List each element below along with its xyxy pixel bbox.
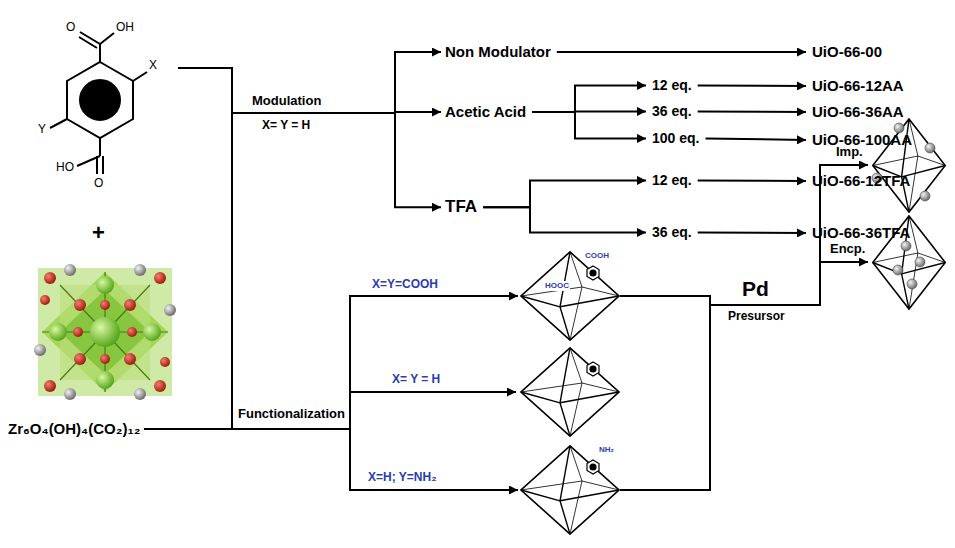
atom-label: HO xyxy=(56,160,74,174)
amount-node: 12 eq. xyxy=(652,172,692,189)
amount-node: 36 eq. xyxy=(652,103,692,120)
amount-node: 100 eq. xyxy=(652,130,699,147)
precursor-node: PdPresursor xyxy=(728,276,785,324)
method-node: Acetic Acid xyxy=(445,103,526,121)
zr-cluster-illustration xyxy=(34,264,176,400)
node-text: 36 eq. xyxy=(652,103,692,120)
flow-connector xyxy=(144,429,518,490)
mof-octahedron: COOH HOOC xyxy=(520,251,620,341)
bracket-line xyxy=(178,68,232,113)
node-text: UiO-66-00 xyxy=(812,43,882,61)
flow-connector xyxy=(532,112,646,138)
atom-label: O xyxy=(94,176,103,190)
node-text: 36 eq. xyxy=(652,224,692,241)
flow-connector xyxy=(620,296,724,305)
linker-symbol xyxy=(587,362,599,376)
product-node: UiO-66-36AA xyxy=(812,103,904,121)
node-text: Pd xyxy=(728,276,785,301)
route-label: Modulation xyxy=(252,93,321,109)
formula-node: Zr₆O₄(OH)₄(CO₂)₁₂ xyxy=(8,420,140,438)
node-text: 12 eq. xyxy=(652,172,692,189)
node-text: TFA xyxy=(445,197,477,217)
node-text: NH₂ xyxy=(598,445,615,455)
node-text: Acetic Acid xyxy=(445,103,526,121)
node-text: Zr₆O₄(OH)₄(CO₂)₁₂ xyxy=(8,420,140,438)
edge-label: X=H; Y=NH₂ xyxy=(368,470,436,484)
flow-connector xyxy=(620,305,724,490)
mof-octahedron xyxy=(521,348,619,436)
route-label: X= Y = H xyxy=(262,118,310,132)
atom-label: OH xyxy=(116,20,134,34)
flow-connector xyxy=(557,51,806,53)
flow-connector xyxy=(144,52,441,429)
node-text: HOOC xyxy=(544,281,570,291)
product-node: UiO-66-12AA xyxy=(812,77,904,95)
node-text: Non Modulator xyxy=(445,43,551,61)
flow-connector xyxy=(144,113,441,429)
method-node: Non Modulator xyxy=(445,43,551,61)
node-text: UiO-66-12TFA xyxy=(812,172,910,190)
flow-connector xyxy=(698,179,806,182)
method-node: TFA xyxy=(445,197,477,217)
node-text: Presursor xyxy=(728,309,785,323)
flow-connector xyxy=(705,138,806,140)
flow-connector xyxy=(698,110,806,113)
node-text: COOH xyxy=(584,251,610,261)
plus-sign: + xyxy=(92,220,105,246)
product-node: UiO-66-36TFA xyxy=(812,224,910,242)
octahedron-outline xyxy=(520,251,620,341)
flow-connector xyxy=(483,207,646,232)
branch-label: X= Y = H xyxy=(392,372,440,386)
atom-label: O xyxy=(66,20,75,34)
node-text: UiO-66-12AA xyxy=(812,77,904,95)
amount-node: 12 eq. xyxy=(652,77,692,94)
octahedron-outline xyxy=(520,445,620,535)
product-node: UiO-66-12TFA xyxy=(812,172,910,190)
flow-connector xyxy=(532,85,646,112)
flow-connector xyxy=(144,296,518,429)
node-text: UiO-66-36AA xyxy=(812,103,904,121)
edge-label: X=Y=COOH xyxy=(372,277,438,291)
node-text: 100 eq. xyxy=(652,130,699,147)
flow-connector xyxy=(483,180,646,207)
product-node: UiO-66-00 xyxy=(812,43,882,61)
linker-molecule xyxy=(50,32,147,174)
atom-label: X xyxy=(149,58,157,72)
method-label: Imp. xyxy=(836,144,863,160)
node-text: UiO-66-36TFA xyxy=(812,224,910,242)
mof-octahedron: NH₂ xyxy=(520,445,620,535)
flow-connector xyxy=(698,231,806,234)
method-label: Encp. xyxy=(830,241,865,257)
amount-node: 36 eq. xyxy=(652,224,692,241)
node-text: 12 eq. xyxy=(652,77,692,94)
flow-connector xyxy=(698,84,806,87)
branch-arrow xyxy=(350,391,516,393)
atom-label: Y xyxy=(38,122,46,136)
route-label: Functionalization xyxy=(238,406,345,422)
flow-connector xyxy=(144,112,441,429)
